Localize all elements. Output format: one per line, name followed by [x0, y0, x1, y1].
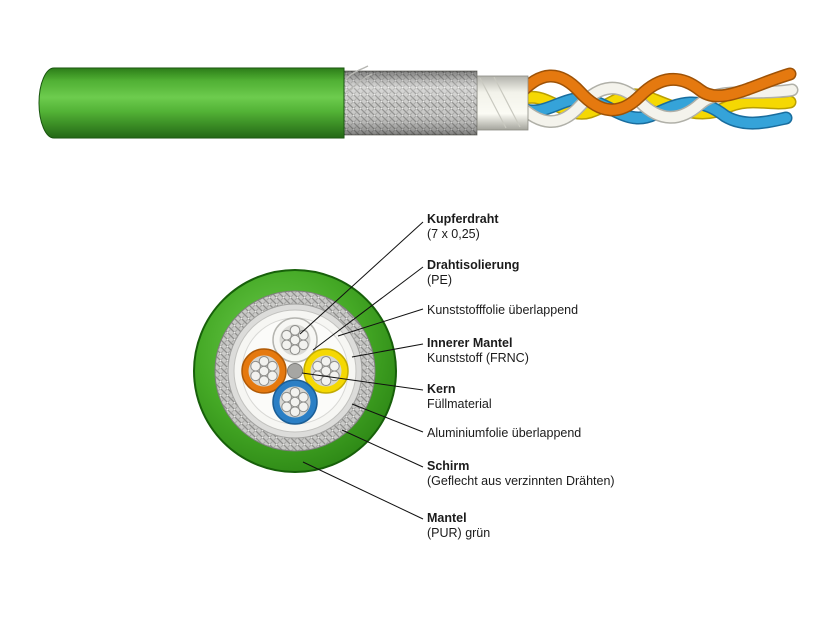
label-sub: (7 x 0,25)	[427, 227, 480, 241]
label-kunststofffolie: Kunststofffolie überlappend	[427, 303, 578, 318]
label-sub: (Geflecht aus verzinnten Drähten)	[427, 474, 615, 488]
leader-kunststofffolie	[337, 308, 424, 337]
label-title: Mantel	[427, 511, 467, 525]
label-title: Schirm	[427, 459, 470, 473]
core-orange	[241, 348, 287, 394]
label-title: Drahtisolierung	[427, 258, 520, 272]
label-schirm: Schirm (Geflecht aus verzinnten Drähten)	[427, 459, 615, 489]
label-kupferdraht: Kupferdraht (7 x 0,25)	[427, 212, 499, 242]
label-innerer-mantel: Innerer Mantel Kunststoff (FRNC)	[427, 336, 529, 366]
leader-aluminiumfolie	[351, 403, 424, 433]
filler-core	[287, 363, 303, 379]
leader-innerer-mantel	[351, 343, 424, 358]
label-mantel: Mantel (PUR) grün	[427, 511, 490, 541]
label-title: Kunststofffolie überlappend	[427, 303, 579, 317]
label-aluminiumfolie: Aluminiumfolie überlappend	[427, 426, 581, 441]
leader-lines	[299, 221, 424, 520]
label-sub: Füllmaterial	[427, 397, 492, 411]
label-sub: (PUR) grün	[427, 526, 491, 540]
label-title: Aluminiumfolie überlappend	[427, 426, 582, 440]
label-sub: Kunststoff (FRNC)	[427, 351, 529, 365]
label-kern: Kern Füllmaterial	[427, 382, 492, 412]
green-jacket-section	[38, 67, 345, 139]
leader-schirm	[341, 429, 424, 468]
braid-shield-section	[340, 65, 478, 136]
leader-kern	[301, 372, 424, 391]
leader-drahtisolierung	[312, 266, 424, 351]
label-sub: (PE)	[427, 273, 452, 287]
core-blue	[272, 379, 318, 425]
label-title: Innerer Mantel	[427, 336, 513, 350]
twisted-pairs	[511, 67, 799, 130]
label-title: Kern	[427, 382, 456, 396]
leader-mantel	[302, 461, 424, 520]
core-yellow	[303, 348, 349, 394]
label-drahtisolierung: Drahtisolierung (PE)	[427, 258, 519, 288]
label-title: Kupferdraht	[427, 212, 499, 226]
cable-side-view	[38, 65, 799, 139]
leader-kupferdraht	[299, 221, 424, 335]
